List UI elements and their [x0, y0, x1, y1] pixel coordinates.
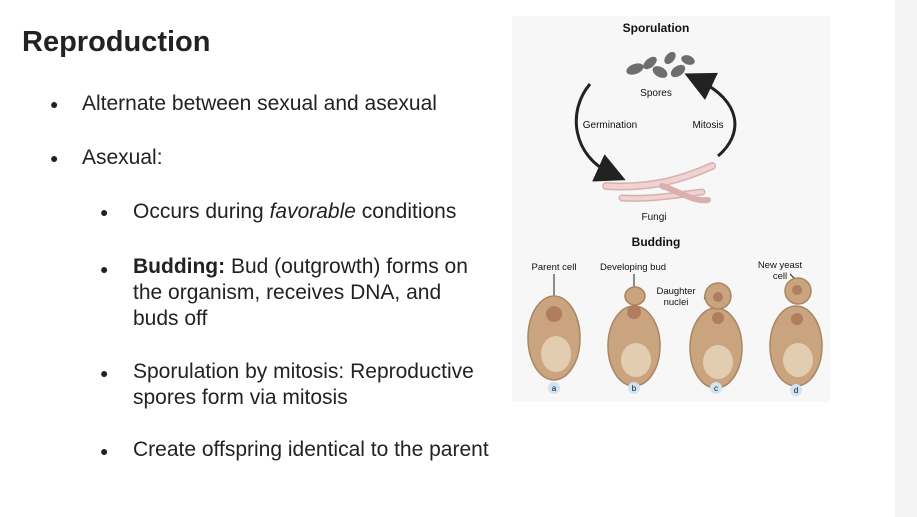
slide-title: Reproduction	[22, 26, 211, 58]
yeast-cell-b	[607, 286, 661, 387]
stage-label-d: d	[790, 384, 802, 396]
germination-arrow	[574, 83, 626, 182]
bullet-favorable-italic: favorable	[269, 200, 356, 223]
bullet-dot: ●	[50, 96, 59, 112]
spores-label: Spores	[640, 88, 672, 99]
bullet-alternate: Alternate between sexual and asexual	[82, 92, 437, 115]
stage-label-b: b	[628, 382, 640, 394]
bullet-budding-line2: the organism, receives DNA, and	[133, 281, 442, 304]
bullet-budding-line3: buds off	[133, 307, 208, 330]
bullet-sporulation-line1: Sporulation by mitosis: Reproductive	[133, 360, 474, 383]
daughter-nuclei-label-line2: nuclei	[664, 297, 689, 308]
bullet-budding-line1: Bud (outgrowth) forms on	[225, 255, 468, 278]
stage-label-c: c	[710, 382, 722, 394]
figure-svg: Sporulation Spores Germination Mitosis	[527, 21, 823, 396]
spore	[681, 55, 695, 65]
stage-label-a-text: a	[552, 384, 557, 393]
spore	[664, 51, 676, 65]
mitosis-label: Mitosis	[692, 120, 723, 131]
spore	[652, 66, 668, 78]
stage-label-b-text: b	[632, 384, 637, 393]
sub-bullet-dot: ●	[100, 443, 109, 459]
spores-graphic	[626, 51, 695, 78]
yeast-cell-a	[527, 295, 581, 381]
parent-cell-label: Parent cell	[532, 262, 577, 273]
bullet-asexual: Asexual:	[82, 146, 163, 169]
stage-label-a: a	[548, 382, 560, 394]
sub-bullet-dot: ●	[100, 204, 109, 220]
bullet-favorable: Occurs during favorable conditions	[133, 199, 456, 225]
fungi-label: Fungi	[641, 212, 666, 223]
sub-bullet-dot: ●	[100, 261, 109, 277]
right-scrollbar-track[interactable]	[895, 0, 917, 517]
bullet-offspring: Create offspring identical to the parent	[133, 438, 489, 461]
stage-label-c-text: c	[714, 384, 718, 393]
germination-label: Germination	[583, 120, 637, 131]
budding-title: Budding	[632, 235, 681, 249]
new-yeast-label-line2: cell	[773, 271, 787, 282]
yeast-reproduction-figure: Sporulation Spores Germination Mitosis	[512, 16, 830, 402]
bullet-sporulation-line2: spores form via mitosis	[133, 386, 348, 409]
yeast-cell-d	[769, 277, 823, 387]
developing-bud-label: Developing bud	[600, 262, 666, 273]
bullet-budding-bold: Budding:	[133, 255, 226, 278]
fungi-hyphae-graphic	[602, 162, 716, 204]
sub-bullet-dot: ●	[100, 365, 109, 381]
daughter-nuclei-label-line1: Daughter	[656, 286, 695, 297]
bullet-sporulation: Sporulation by mitosis: Reproductive spo…	[133, 359, 503, 411]
slide: Reproduction ● Alternate between sexual …	[22, 16, 830, 461]
sporulation-title: Sporulation	[623, 21, 690, 35]
spore	[643, 56, 657, 70]
yeast-cell-c	[689, 282, 743, 389]
bullet-dot: ●	[50, 150, 59, 166]
bullet-favorable-post: conditions	[355, 200, 457, 223]
stage-label-d-text: d	[794, 386, 798, 395]
bullet-budding: Budding: Bud (outgrowth) forms on the or…	[133, 254, 503, 332]
mitosis-arrow	[684, 72, 737, 158]
new-yeast-label-line1: New yeast	[758, 260, 803, 271]
spore	[670, 64, 686, 78]
bullet-favorable-pre: Occurs during	[133, 200, 270, 223]
spore	[626, 63, 644, 75]
